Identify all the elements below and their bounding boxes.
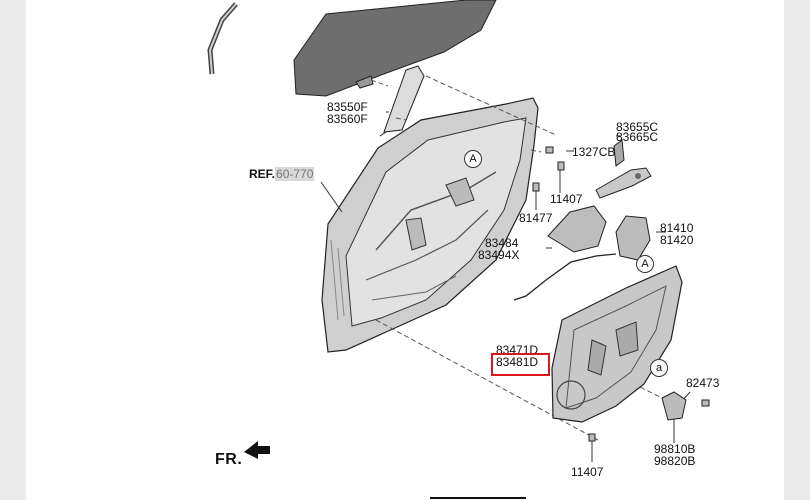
label-98810b: 98810B [654,442,696,456]
label-83484: 83484 [485,236,519,250]
bolt-81477 [532,182,540,192]
outside-handle [595,167,652,199]
front-direction-label: FR. [215,451,243,468]
bolt-11407-bottom [588,433,596,442]
regulator-rail [383,65,425,133]
label-1327cb: 1327CB [572,145,616,159]
glass-clip [355,75,374,89]
label-82473: 82473 [686,376,720,390]
window-glass [293,0,497,97]
handle-bracket [547,205,607,253]
front-arrow-icon [244,441,270,459]
bolt-1327cb [545,146,554,154]
callout-a-lower: a [650,359,668,377]
bolt-82473 [701,399,710,407]
label-83665c: 83665C [616,130,659,144]
bottom-rule [430,497,526,499]
door-latch [615,215,651,261]
label-81477: 81477 [519,211,553,225]
window-motor [661,391,687,421]
label-83481d: 83481D [496,355,539,369]
reference-prefix: REF. [249,167,276,181]
label-81410: 81410 [660,221,694,235]
callout-a-upper: A [464,150,482,168]
door-module-panel [551,265,683,423]
parts-diagram: 83550F 83560F 83655C 83665C 1327CB 11407… [26,0,784,500]
label-83655c: 83655C [616,120,659,134]
diagram-drawing [207,0,710,462]
label-83560f: 83560F [327,112,368,126]
cable [513,253,617,301]
label-81420: 81420 [660,233,694,247]
bolt-11407-top [557,161,565,171]
label-83550f: 83550F [327,100,368,114]
label-83494x: 83494X [478,248,520,262]
label-98820b: 98820B [654,454,696,468]
door-inner-opening [345,117,527,327]
label-11407-top: 11407 [550,192,583,206]
reference-number: 60-770 [275,167,315,181]
callout-a-mid: A [636,255,654,273]
label-11407-bottom: 11407 [571,465,604,479]
highlight-box [491,353,550,376]
reference-label[interactable]: REF.60-770 [249,167,315,181]
